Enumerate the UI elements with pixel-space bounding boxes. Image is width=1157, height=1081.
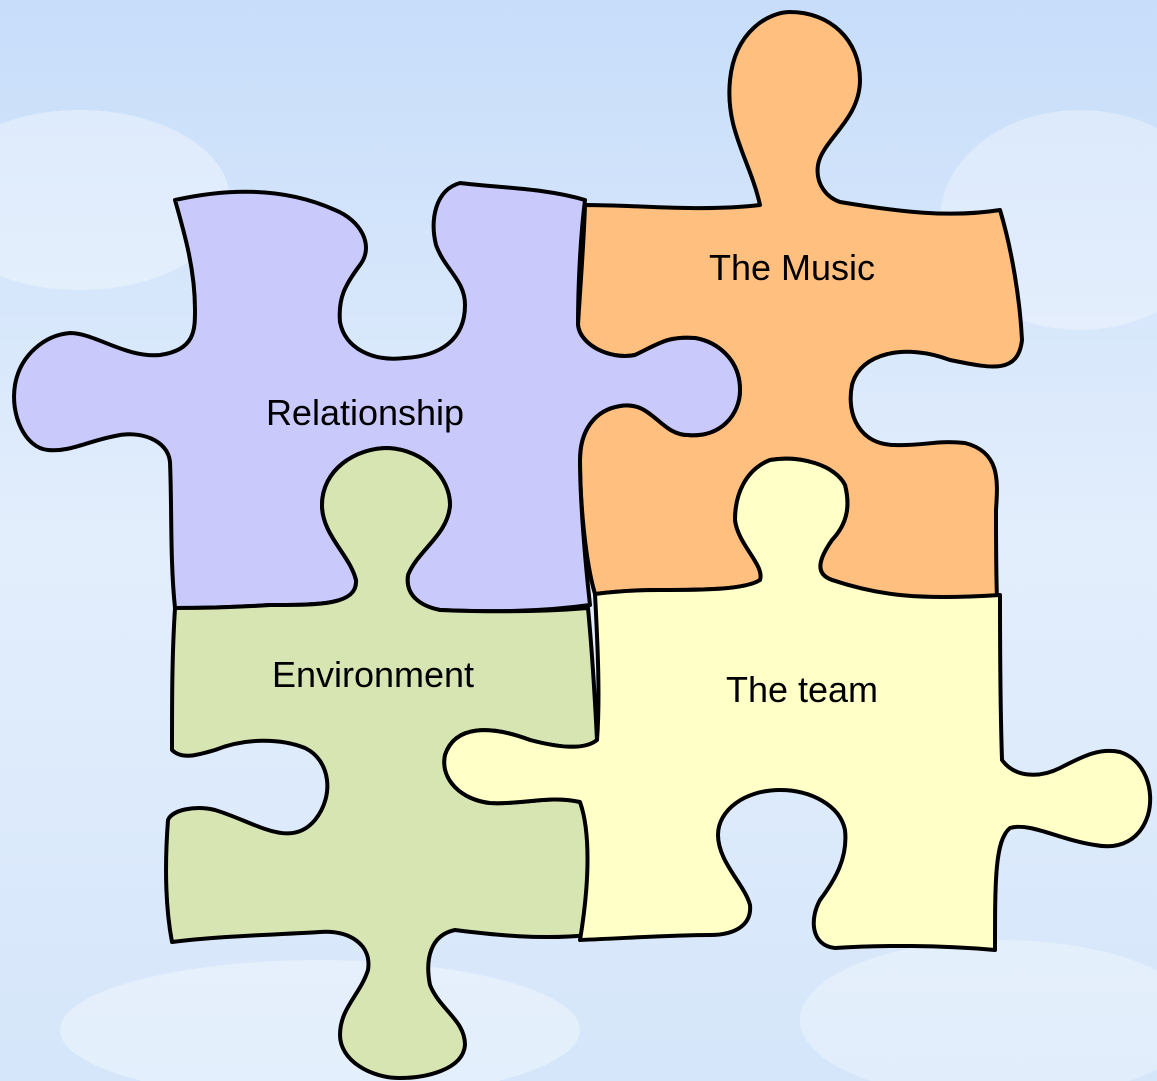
environment-label: Environment [272, 654, 474, 695]
background-swirl [800, 940, 1157, 1081]
music-label: The Music [709, 247, 875, 288]
team-piece [442, 456, 1153, 952]
relationship-piece [12, 181, 742, 614]
background-swirl [0, 110, 230, 290]
relationship-label: Relationship [266, 392, 464, 433]
team-label: The team [726, 669, 878, 710]
environment-piece [164, 446, 599, 1080]
